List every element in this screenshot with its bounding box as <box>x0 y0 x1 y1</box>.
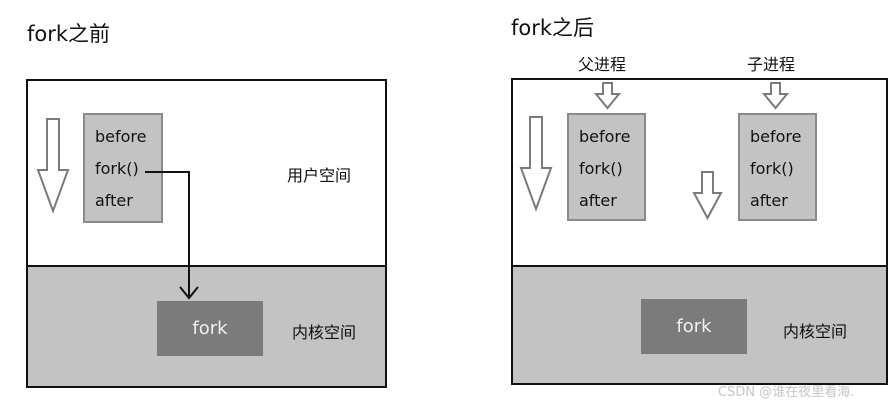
before-execution-arrow <box>36 118 70 214</box>
code-line-before: before <box>579 127 631 146</box>
after-kernel-fork-box: fork <box>641 299 747 354</box>
child-process-label: 子进程 <box>747 55 796 74</box>
before-kernel-space-label: 内核空间 <box>292 323 357 342</box>
child-execution-arrow <box>692 171 723 221</box>
before-code-block: before fork() after <box>83 113 163 223</box>
after-title: fork之后 <box>511 16 595 40</box>
before-user-space-label: 用户空间 <box>287 166 352 185</box>
parent-code-block: before fork() after <box>567 113 646 221</box>
child-entry-arrow <box>761 82 790 110</box>
after-kernel-space-label: 内核空间 <box>783 322 848 341</box>
code-line-fork: fork() <box>750 159 794 178</box>
code-line-fork: fork() <box>579 159 623 178</box>
code-line-before: before <box>750 127 802 146</box>
code-line-after: after <box>579 191 617 210</box>
code-line-after: after <box>95 191 133 210</box>
code-line-before: before <box>95 127 147 146</box>
child-code-block: before fork() after <box>738 113 817 221</box>
code-line-fork: fork() <box>95 159 139 178</box>
before-kernel-fork-box: fork <box>157 301 263 356</box>
before-title: fork之前 <box>27 22 111 46</box>
parent-execution-arrow <box>519 116 553 212</box>
watermark: CSDN @谁在夜里看海. <box>718 385 855 400</box>
code-line-after: after <box>750 191 788 210</box>
after-kernel-fork-label: fork <box>676 316 712 337</box>
parent-entry-arrow <box>593 82 622 110</box>
parent-process-label: 父进程 <box>578 55 627 74</box>
before-kernel-fork-label: fork <box>192 318 228 339</box>
